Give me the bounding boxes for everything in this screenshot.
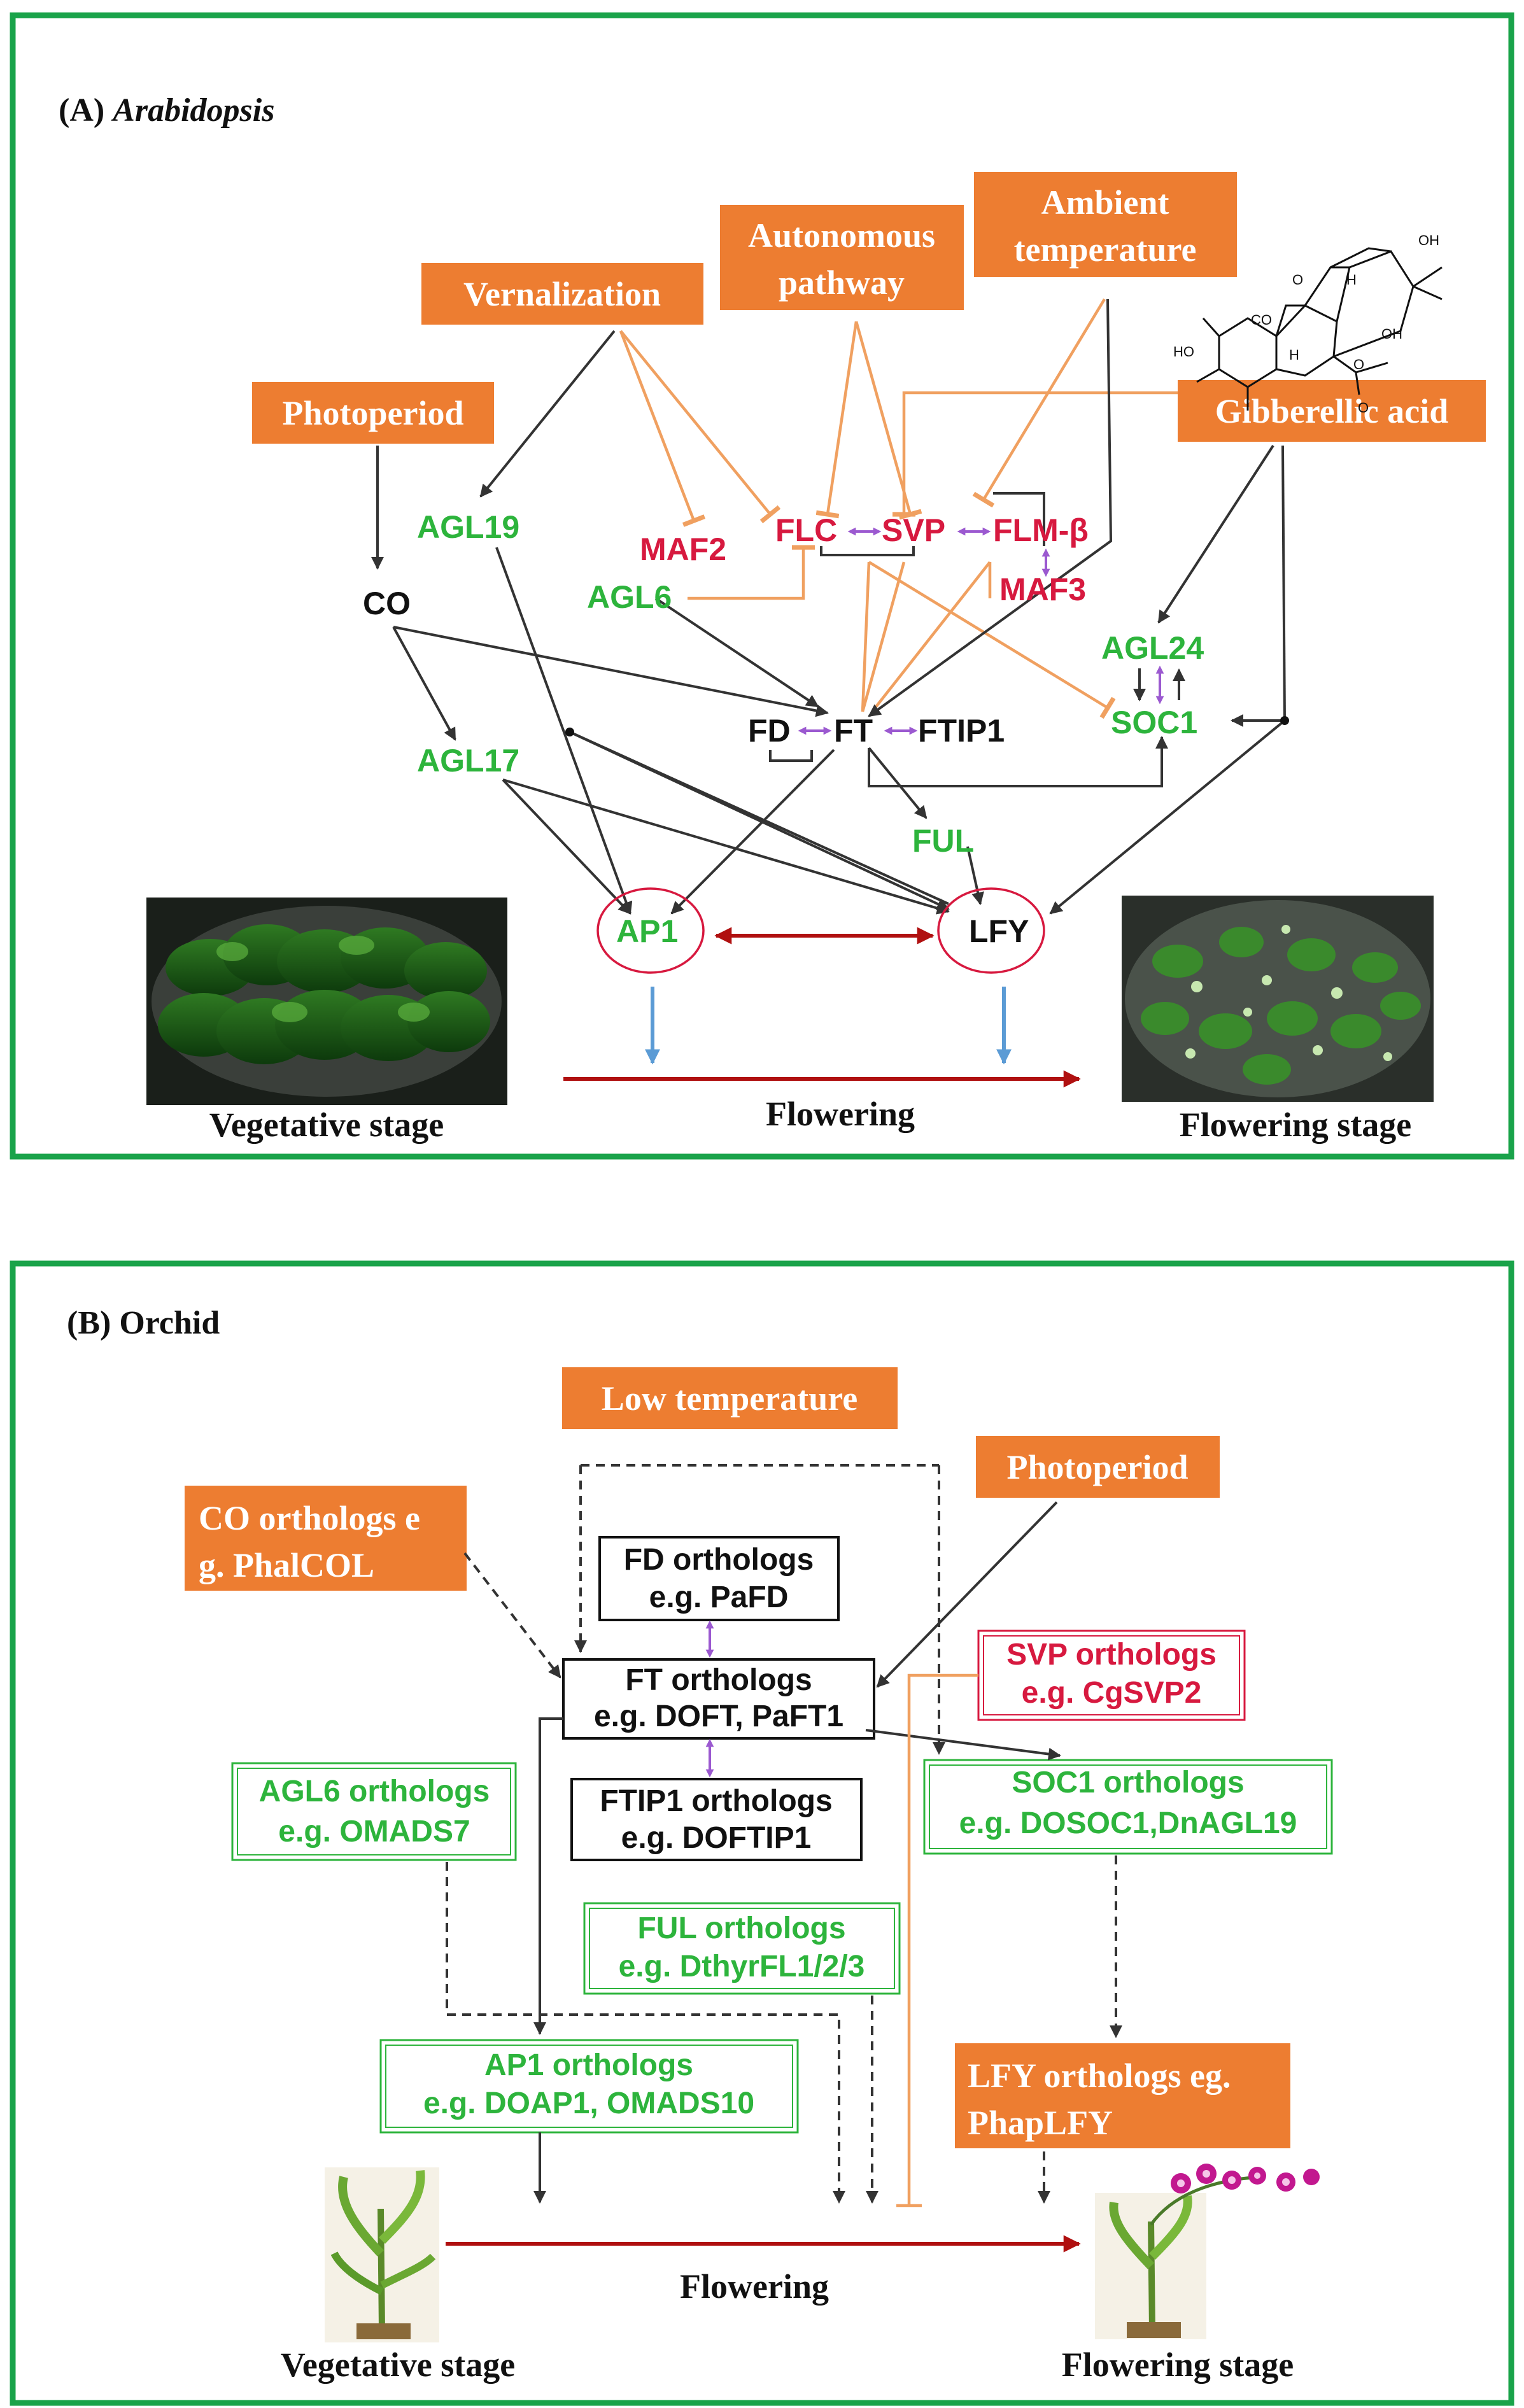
branch-dot-1 [565,728,574,736]
panel-b-frame [10,1260,1514,2406]
gene-lfy: LFY [969,913,1029,949]
signal-lfy-orthologs: LFY orthologs eg. PhapLFY [955,2043,1290,2148]
svg-text:e.g. CgSVP2: e.g. CgSVP2 [1022,1676,1202,1710]
svg-text:Autonomous: Autonomous [748,216,935,255]
flowering-label-a: Flowering [766,1095,915,1133]
svp-repression-line [896,1673,978,2207]
box-svp-orthologs: SVP orthologs e.g. CgSVP2 [977,1630,1246,1721]
activation-edges-a [371,299,1286,915]
svg-text:e.g. DOFT, PaFT1: e.g. DOFT, PaFT1 [594,1700,843,1733]
signal-autonomous-pathway: Autonomous pathway [720,205,964,310]
svg-text:Photoperiod: Photoperiod [282,394,463,432]
svg-text:O: O [1353,356,1364,372]
svg-text:g. PhalCOL: g. PhalCOL [199,1546,374,1584]
gene-agl17: AGL17 [417,743,519,778]
svg-text:O: O [1292,272,1303,288]
gene-co: CO [363,586,411,621]
svg-text:HO: HO [1173,344,1194,360]
box-ft-orthologs: FT orthologs e.g. DOFT, PaFT1 [562,1658,875,1740]
vegetative-stage-label-b: Vegetative stage [281,2346,515,2384]
svg-text:FTIP1 orthologs: FTIP1 orthologs [600,1784,832,1818]
vegetative-stage-label-a: Vegetative stage [209,1106,444,1144]
svg-text:AGL6 orthologs: AGL6 orthologs [259,1775,490,1808]
vegetative-stage-photo-a [146,898,507,1105]
gene-soc1: SOC1 [1111,705,1197,740]
box-fd-orthologs: FD orthologs e.g. PaFD [598,1536,840,1621]
gene-flm-beta: FLM-β [993,512,1089,548]
svg-text:LFY orthologs eg.: LFY orthologs eg. [968,2057,1231,2095]
flowering-stage-photo-b [1095,2164,1320,2339]
svg-text:Vernalization: Vernalization [463,275,661,313]
svg-text:PhapLFY: PhapLFY [968,2104,1113,2142]
gene-flc: FLC [775,512,837,548]
svg-text:e.g. OMADS7: e.g. OMADS7 [278,1815,470,1848]
svg-text:Low temperature: Low temperature [602,1379,857,1418]
svg-text:temperature: temperature [1014,230,1197,269]
gene-ful: FUL [912,823,974,859]
svg-text:OH: OH [1418,232,1439,248]
signal-co-orthologs: CO orthologs e g. PhalCOL [185,1486,467,1591]
box-ftip1-orthologs: FTIP1 orthologs e.g. DOFTIP1 [570,1778,863,1861]
gene-ft: FT [834,713,873,749]
gibberellic-acid-structure [1196,247,1443,411]
gene-agl6: AGL6 [587,579,672,615]
vegetative-stage-photo-b [325,2167,439,2342]
protein-interactions-a [798,527,1164,735]
ap1-circle [596,887,705,974]
signal-ambient-temperature: Ambient temperature [974,172,1237,277]
svg-text:CO: CO [1251,312,1272,328]
flowering-stage-label-b: Flowering stage [1062,2346,1294,2384]
flowering-label-b: Flowering [680,2267,829,2306]
svg-text:Ambient: Ambient [1041,183,1169,222]
svg-text:O: O [1358,400,1369,416]
box-ful-orthologs: FUL orthologs e.g. DthyrFL1/2/3 [583,1902,901,1995]
svg-text:FD orthologs: FD orthologs [624,1543,814,1577]
gene-ftip1: FTIP1 [918,713,1005,749]
svg-text:Photoperiod: Photoperiod [1006,1448,1188,1486]
box-soc1-orthologs: SOC1 orthologs e.g. DOSOC1,DnAGL19 [923,1759,1333,1855]
flowering-stage-photo-a [1122,896,1434,1102]
repression-edges-a [619,298,1178,719]
panel-a-frame [10,12,1514,1160]
lfy-circle [937,887,1045,974]
svg-text:SOC1 orthologs: SOC1 orthologs [1012,1766,1244,1799]
gene-agl24: AGL24 [1101,630,1204,666]
svg-text:OH: OH [1381,326,1402,342]
svg-text:AP1 orthologs: AP1 orthologs [484,2048,693,2082]
svg-text:e.g. DOSOC1,DnAGL19: e.g. DOSOC1,DnAGL19 [959,1806,1297,1840]
signal-vernalization: Vernalization [421,263,703,325]
gene-maf3: MAF3 [999,572,1086,607]
svg-text:e.g. DthyrFL1/2/3: e.g. DthyrFL1/2/3 [619,1950,865,1983]
gene-fd: FD [748,713,791,749]
svg-text:SVP orthologs: SVP orthologs [1006,1638,1217,1672]
svg-text:FT orthologs: FT orthologs [625,1663,812,1697]
svg-text:H: H [1289,347,1299,363]
gene-ap1: AP1 [616,913,678,949]
signal-low-temperature: Low temperature [562,1367,898,1429]
gene-svp: SVP [882,512,945,548]
svg-text:e.g. DOFTIP1: e.g. DOFTIP1 [621,1821,812,1855]
svg-text:FUL orthologs: FUL orthologs [637,1912,845,1945]
signal-gibberellic-acid: Gibberellic acid [1178,380,1486,442]
molecule-atom-labels: OH OH HO O O CO H H O [1173,232,1439,416]
branch-dot-2 [1280,716,1289,725]
panel-a-title: (A) Arabidopsis [59,92,274,129]
svg-text:H: H [1346,272,1357,288]
signal-photoperiod-a: Photoperiod [252,382,494,444]
edges-panel-b [446,1464,1122,2204]
svg-text:pathway: pathway [779,264,905,302]
svg-text:e.g. DOAP1, OMADS10: e.g. DOAP1, OMADS10 [423,2087,754,2120]
box-ap1-orthologs: AP1 orthologs e.g. DOAP1, OMADS10 [379,2039,799,2134]
svg-text:e.g. PaFD: e.g. PaFD [649,1581,789,1614]
gene-agl19: AGL19 [417,509,519,545]
svg-text:Gibberellic acid: Gibberellic acid [1215,392,1448,430]
flowering-stage-label-a: Flowering stage [1180,1106,1411,1144]
box-agl6-orthologs: AGL6 orthologs e.g. OMADS7 [231,1762,517,1861]
gene-maf2: MAF2 [640,532,726,567]
svg-text:CO orthologs e: CO orthologs e [199,1499,420,1537]
panel-b-title: (B) Orchid [67,1305,220,1341]
signal-photoperiod-b: Photoperiod [976,1436,1220,1498]
